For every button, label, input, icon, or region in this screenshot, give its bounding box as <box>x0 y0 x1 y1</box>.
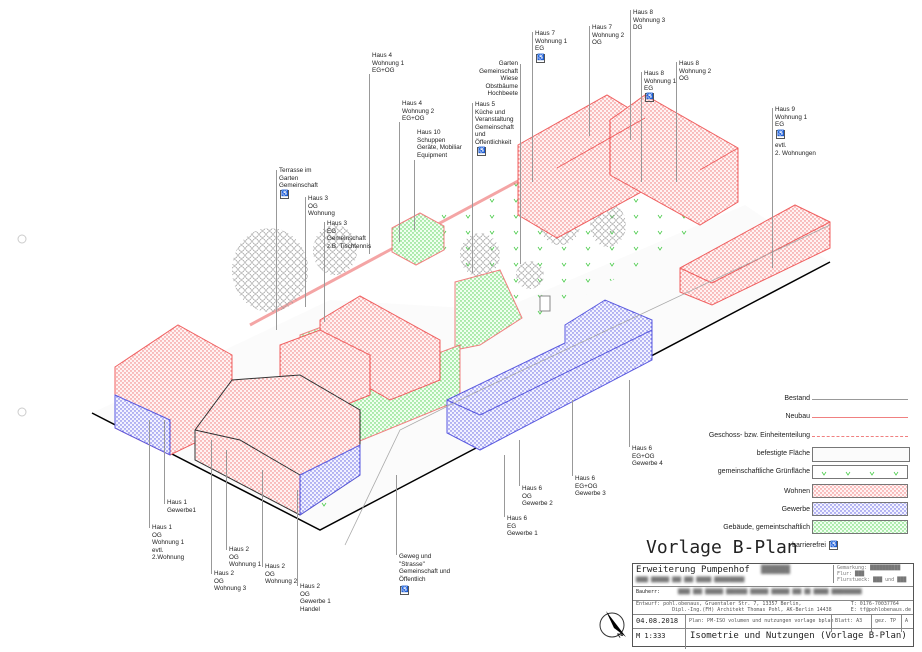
punch-hole-mark <box>17 234 27 244</box>
kiosk <box>539 295 551 312</box>
drawn-by: gez. TP <box>871 614 899 632</box>
legend-gruen: gemeinschaftliche Grünfläche <box>717 468 810 475</box>
parcel-info: Gemarkung: ██████████ Flur: ███ Flurstue… <box>833 565 906 583</box>
label-haus6-gewerbe1: Haus 6 EG Gewerbe 1 <box>507 515 538 538</box>
building-haus5 <box>454 269 523 351</box>
north-arrow-icon <box>606 611 626 637</box>
building-haus6 <box>446 299 653 451</box>
scale: M 1:333 <box>636 632 666 640</box>
legend-befestigt: befestigte Fläche <box>756 450 810 457</box>
project-name: Erweiterung Pumpenhof <box>636 565 750 575</box>
title-block: Erweiterung Pumpenhof ██████ ████ ██████… <box>632 563 914 649</box>
legend-gewerbe: Gewerbe <box>781 506 810 513</box>
label-haus2-gewerbe: Haus 2 OG Gewerbe 1 Handel <box>300 583 331 613</box>
wheelchair-icon: ♿ <box>776 130 785 139</box>
label-haus6-gewerbe4: Haus 6 EG+OG Gewerbe 4 <box>632 445 663 468</box>
building-haus10 <box>391 212 445 266</box>
plan-name: Plan: PM-ISO volumen und nutzungen vorla… <box>685 614 837 632</box>
label-haus8-wohnung2: Haus 8 Wohnung 2 OG <box>679 60 712 83</box>
wheelchair-icon: ♿ <box>829 541 838 550</box>
label-haus1-gewerbe: Haus 1 Gewerbe1 <box>167 499 197 514</box>
wheelchair-icon: ♿ <box>400 586 409 595</box>
drawing-subject: Isometrie und Nutzungen (Vorlage B-Plan) <box>685 628 911 649</box>
label-haus9: Haus 9 Wohnung 1 EG <box>775 106 808 129</box>
label-geweg: Geweg und "Strasse" Gemeinschaft und Öff… <box>399 553 451 583</box>
label-haus3-og: Haus 3 OG Wohnung <box>308 195 335 218</box>
label-haus7-wohnung1: Haus 7 Wohnung 1 EG <box>535 30 568 53</box>
tree <box>460 233 500 277</box>
project-address-redacted: ████ ██████ ███ ███ █████ ██████████ <box>636 577 745 583</box>
client-redacted: ████ ███ ██████ ███████ ██████ ██████ ██… <box>678 589 862 595</box>
legend-geschoss: Geschoss- bzw. Einheitenteilung <box>708 432 810 439</box>
label-haus4-wohnung1: Haus 4 Wohnung 1 EG+OG <box>372 52 405 75</box>
wheelchair-icon: ♿ <box>536 54 545 63</box>
green-area <box>440 180 745 320</box>
legend-neubau: Neubau <box>785 413 810 420</box>
label-haus1-og: Haus 1 OG Wohnung 1 evtl. 2.Wohnung <box>152 524 185 562</box>
label-haus6-gewerbe2: Haus 6 OG Gewerbe 2 <box>522 485 553 508</box>
wheelchair-icon: ♿ <box>280 190 289 199</box>
north-arrow-circle <box>599 612 625 638</box>
project-name-redacted: ██████ <box>761 565 790 574</box>
tree <box>232 228 308 312</box>
label-terrasse: Terrasse im Garten Gemeinschaft <box>279 167 318 190</box>
wheelchair-icon: ♿ <box>477 147 486 156</box>
label-haus2-wohnung1: Haus 2 OG Wohnung 1 <box>229 546 262 569</box>
label-haus9-note: evtl. 2. Wohnungen <box>775 142 816 157</box>
architect-contact: T: 0176-70037764 E: tf@pohlobenaus.de <box>850 601 911 613</box>
architect-info: Entwurf: pohl.obenaus, Gruentaler Str. 7… <box>636 601 832 613</box>
label-haus5: Haus 5 Küche und Veranstaltung Gemeinsch… <box>475 101 514 146</box>
legend-bestand: Bestand <box>784 395 810 402</box>
label-haus8-wohnung1: Haus 8 Wohnung 1 EG <box>644 70 677 93</box>
label-haus7-wohnung2: Haus 7 Wohnung 2 OG <box>592 24 625 47</box>
punch-hole-mark <box>17 407 27 417</box>
tree <box>516 261 544 289</box>
label-haus4-wohnung2: Haus 4 Wohnung 2 EG+OG <box>402 100 435 123</box>
label-haus8-wohnung3: Haus 8 Wohnung 3 DG <box>633 9 666 32</box>
label-haus6-gewerbe3: Haus 6 EG+OG Gewerbe 3 <box>575 475 606 498</box>
legend-gemeinschaftlich: Gebäude, gemeintschaftlich <box>723 524 810 531</box>
label-haus10: Haus 10 Schuppen Geräte, Mobiliar Equipm… <box>417 129 462 159</box>
label-haus2-wohnung2: Haus 2 OG Wohnung 2 <box>265 563 298 586</box>
label-garten: Garten Gemeinschaft Wiese Obstbäume Hoch… <box>479 60 518 98</box>
legend-wohnen: Wohnen <box>784 488 810 495</box>
revision-index: A <box>901 614 911 632</box>
sheet-title: Vorlage B-Plan <box>646 537 798 558</box>
wheelchair-icon: ♿ <box>645 93 654 102</box>
label-haus2-wohnung3: Haus 2 OG Wohnung 3 <box>214 570 247 593</box>
sheet-size: Blatt: A3 <box>831 614 865 632</box>
label-haus3-eg: Haus 3 EG Gemeinschaft z.B. Tischtennis <box>327 220 372 250</box>
date: 04.08.2018 <box>636 617 679 625</box>
legend-barrierefrei: barrierefrei <box>792 542 826 549</box>
client-label: Bauherr: <box>636 589 661 595</box>
